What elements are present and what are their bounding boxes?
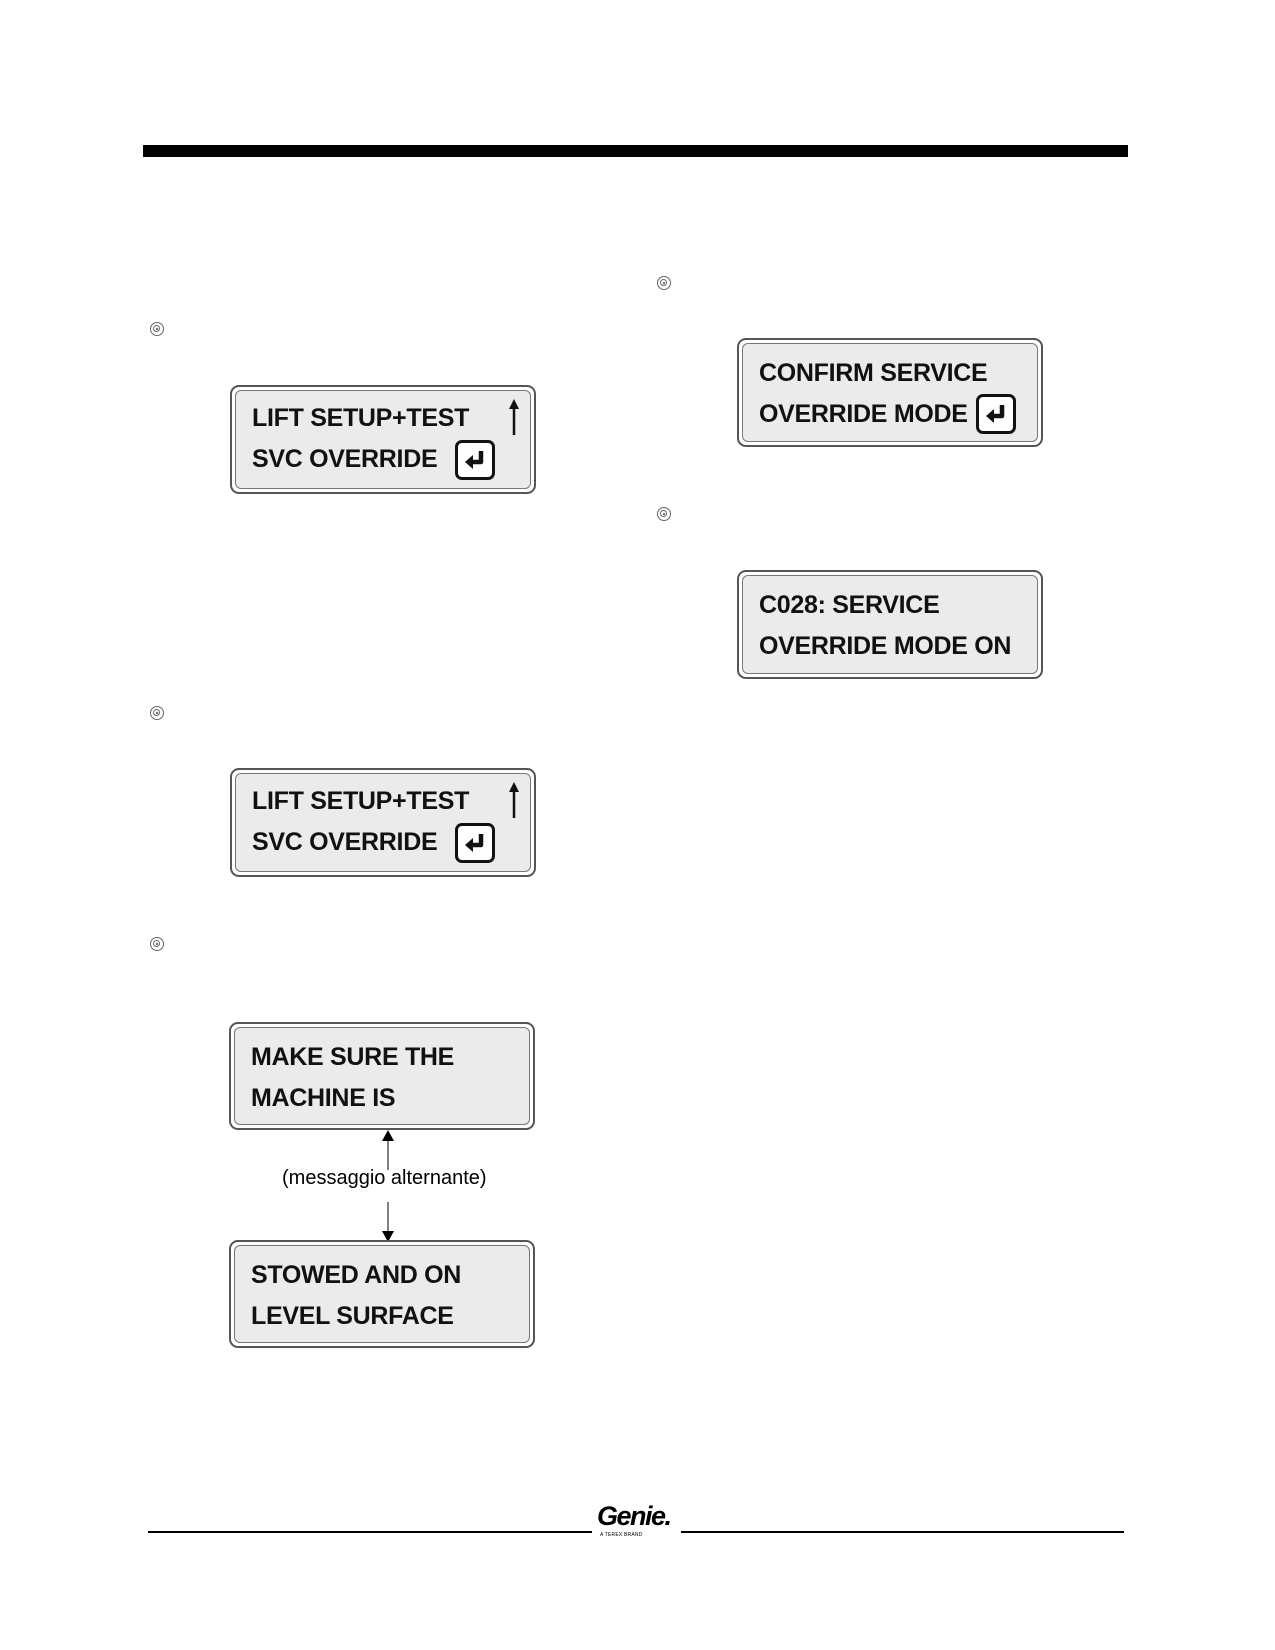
bullet-icon — [150, 322, 164, 336]
lcd-display-warning-a: MAKE SURE THE MACHINE IS — [229, 1022, 535, 1130]
logo-wordmark: Genie. — [597, 1501, 672, 1531]
lcd-line-2: OVERRIDE MODE ON — [759, 632, 1012, 660]
lcd-display-menu-2: LIFT SETUP+TEST SVC OVERRIDE — [230, 768, 536, 877]
lcd-display-menu-1: LIFT SETUP+TEST SVC OVERRIDE — [230, 385, 536, 494]
lcd-line-1: LIFT SETUP+TEST — [252, 787, 470, 815]
lcd-line-2: SVC OVERRIDE — [252, 828, 438, 856]
up-arrow-icon — [509, 399, 519, 435]
bullet-icon — [657, 276, 671, 290]
lcd-line-1: MAKE SURE THE — [251, 1043, 455, 1071]
alternating-arrow-up — [382, 1130, 394, 1170]
genie-logo: Genie. A TEREX BRAND — [597, 1501, 672, 1539]
lcd-line-1: LIFT SETUP+TEST — [252, 404, 470, 432]
footer-rule-right — [681, 1531, 1124, 1533]
lcd-display-warning-b: STOWED AND ON LEVEL SURFACE — [229, 1240, 535, 1348]
bullet-icon — [657, 507, 671, 521]
lcd-line-2: MACHINE IS — [251, 1084, 396, 1112]
lcd-line-2: LEVEL SURFACE — [251, 1302, 454, 1330]
lcd-line-1: C028: SERVICE — [759, 591, 940, 619]
footer-rule-left — [148, 1531, 592, 1533]
lcd-line-2: SVC OVERRIDE — [252, 445, 438, 473]
logo-tagline: A TEREX BRAND — [600, 1532, 643, 1538]
bullet-icon — [150, 937, 164, 951]
lcd-line-1: CONFIRM SERVICE — [759, 359, 988, 387]
bullet-icon — [150, 706, 164, 720]
alternating-arrow-down — [382, 1202, 394, 1242]
header-rule — [143, 145, 1128, 157]
lcd-display-status: C028: SERVICE OVERRIDE MODE ON — [737, 570, 1043, 679]
up-arrow-icon — [509, 782, 519, 818]
enter-key-icon — [455, 440, 495, 480]
alternating-message-caption: (messaggio alternante) — [282, 1167, 487, 1189]
lcd-line-1: STOWED AND ON — [251, 1261, 461, 1289]
lcd-display-confirm: CONFIRM SERVICE OVERRIDE MODE — [737, 338, 1043, 447]
enter-key-icon — [455, 823, 495, 863]
enter-key-icon — [976, 394, 1016, 434]
lcd-line-2: OVERRIDE MODE — [759, 400, 968, 428]
